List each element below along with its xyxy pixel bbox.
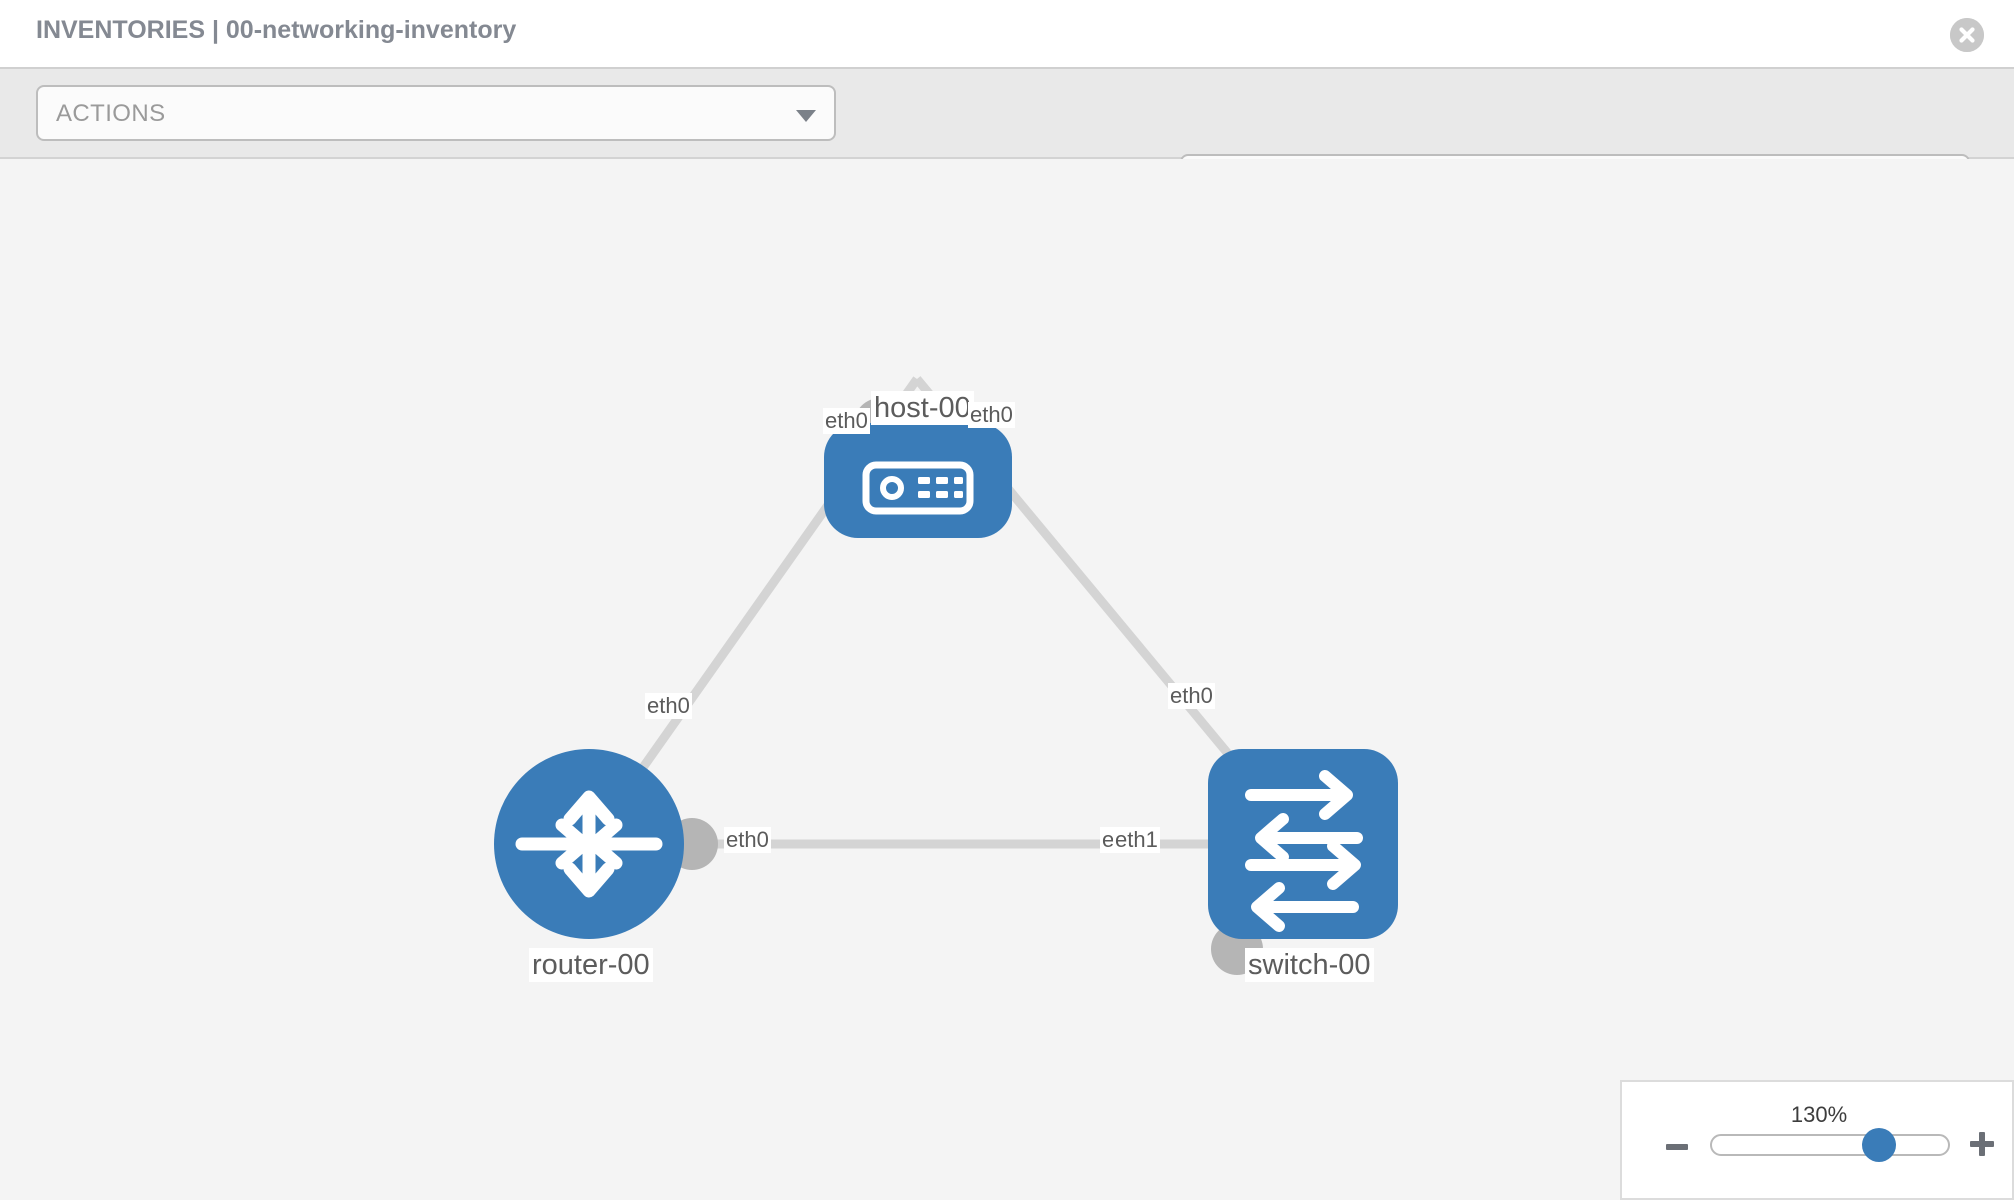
edge-label-switch-left: eth1 [1113,827,1160,853]
plus-icon[interactable] [1970,1132,1994,1156]
node-label-switch: switch-00 [1245,948,1374,982]
zoom-control-panel: 130% [1620,1080,2014,1200]
edge-label-switch-up: eth0 [1168,683,1215,709]
zoom-slider-thumb[interactable] [1862,1128,1896,1162]
minus-icon[interactable] [1666,1144,1688,1150]
page-title: INVENTORIES | 00-networking-inventory [36,16,517,44]
chevron-down-icon [796,110,816,122]
zoom-slider-track[interactable] [1710,1134,1950,1156]
node-host-00 [824,423,1012,538]
actions-dropdown[interactable]: ACTIONS [36,85,836,141]
node-router-00 [494,749,684,939]
actions-dropdown-label: ACTIONS [56,100,166,127]
edge-label-router-right: eth0 [724,827,771,853]
node-switch-00 [1208,749,1398,939]
zoom-level-value: 130% [1790,1102,1848,1127]
topology-canvas[interactable]: host-00 router-00 switch-00 eth0 eth0 et… [0,159,2014,1200]
node-label-router: router-00 [529,948,653,982]
close-icon[interactable] [1950,18,1984,52]
edge-label-router-up: eth0 [645,693,692,719]
toolbar: ACTIONS SEARCH [0,69,2014,210]
node-label-host: host-00 [871,391,974,425]
edge-label-host-left: eth0 [823,408,870,434]
page-header: INVENTORIES | 00-networking-inventory [0,0,2014,69]
edge-label-host-right: eth0 [968,402,1015,428]
